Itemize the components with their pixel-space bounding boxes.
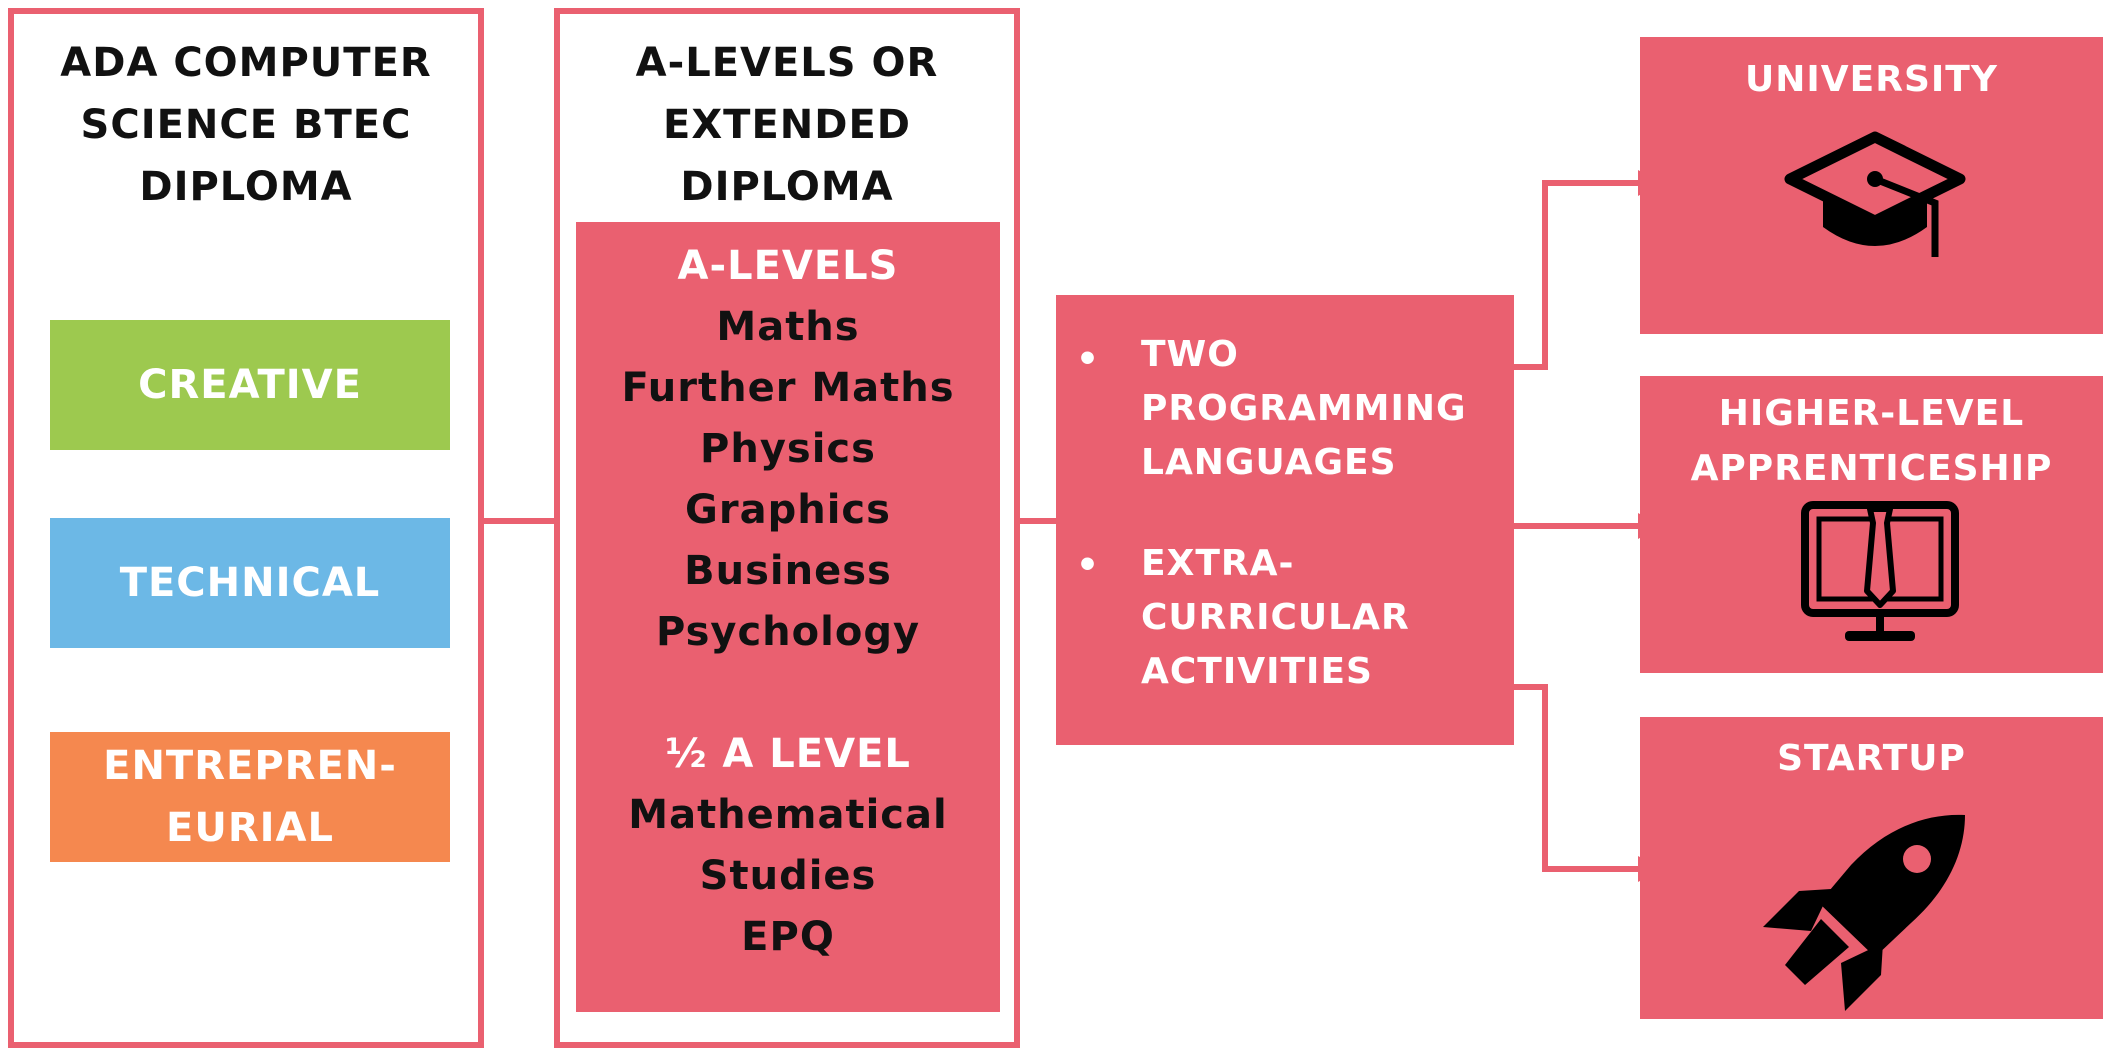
computer-tie-icon <box>1801 501 1959 641</box>
bullet-programming: TWO PROGRAMMING LANGUAGES <box>1141 334 1467 483</box>
track-creative: CREATIVE <box>50 320 450 450</box>
subject-item: Further Maths <box>621 365 955 411</box>
bullet-icon: • <box>1076 339 1100 380</box>
subject-item: Psychology <box>655 609 921 655</box>
connector-line <box>1542 866 1642 872</box>
btec-diploma-title: ADA COMPUTER SCIENCE BTEC DIPLOMA <box>60 40 432 210</box>
subject-item: EPQ <box>741 914 835 960</box>
connector-line <box>1512 684 1548 690</box>
track-entrepreneurial: ENTREPREN- EURIAL <box>50 732 450 862</box>
connector-line <box>1512 364 1548 370</box>
half-a-level-heading: ½ A LEVEL <box>665 731 911 777</box>
connector-line <box>1542 180 1548 370</box>
track-technical: TECHNICAL <box>50 518 450 648</box>
destination-startup: STARTUP <box>1640 717 2103 1019</box>
destination-apprenticeship: HIGHER-LEVEL APPRENTICESHIP <box>1640 376 2103 673</box>
a-levels-title: A-LEVELS OR EXTENDED DIPLOMA <box>635 40 939 210</box>
connector-line <box>1018 518 1058 524</box>
graduation-cap-icon <box>1784 131 1966 257</box>
bullet-icon: • <box>1076 545 1100 586</box>
subject-item: Physics <box>700 426 876 472</box>
skills-box: • TWO PROGRAMMING LANGUAGES • EXTRA- CUR… <box>1056 295 1514 745</box>
subjects-panel: A-LEVELS Maths Further Maths Physics Gra… <box>576 222 1000 1012</box>
destination-title: UNIVERSITY <box>1745 59 1998 100</box>
connector-line <box>1512 523 1642 529</box>
rocket-icon <box>1763 814 1965 1011</box>
a-levels-heading: A-LEVELS <box>677 243 899 289</box>
btec-diploma-column: ADA COMPUTER SCIENCE BTEC DIPLOMA CREATI… <box>8 8 484 1048</box>
destination-title: STARTUP <box>1777 738 1966 779</box>
destination-title: HIGHER-LEVEL APPRENTICESHIP <box>1690 393 2053 489</box>
subject-item: Graphics <box>685 487 891 533</box>
subject-item: Studies <box>699 853 877 899</box>
connector-line <box>1542 180 1642 186</box>
subject-item: Mathematical <box>628 792 948 838</box>
connector-line <box>1542 684 1548 872</box>
subject-item: Business <box>684 548 892 594</box>
connector-line <box>482 518 558 524</box>
subject-item: Maths <box>716 304 860 350</box>
bullet-extracurricular: EXTRA- CURRICULAR ACTIVITIES <box>1141 543 1410 692</box>
destination-university: UNIVERSITY <box>1640 37 2103 334</box>
a-levels-column: A-LEVELS OR EXTENDED DIPLOMA A-LEVELS Ma… <box>554 8 1020 1048</box>
